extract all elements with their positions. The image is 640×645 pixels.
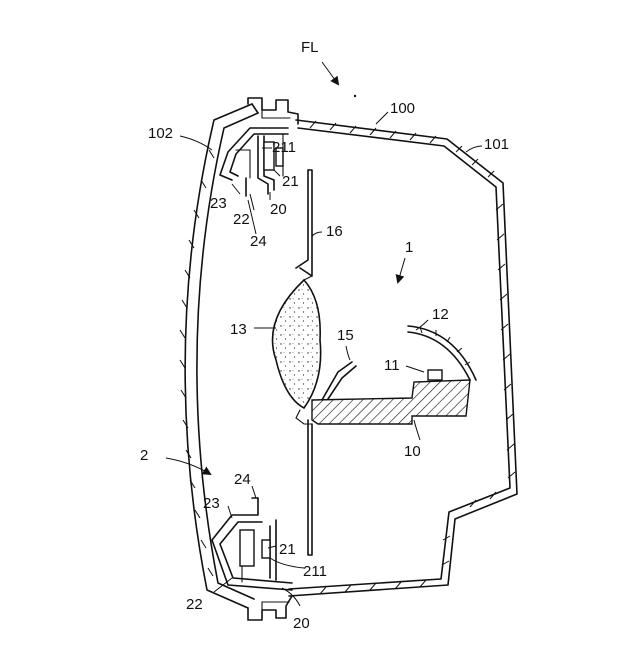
label-fl: FL [301, 39, 319, 56]
reference-labels: FL 100 101 102 1 2 16 13 15 12 11 10 211… [140, 39, 509, 632]
label-211-top: 211 [272, 139, 296, 156]
label-22-bottom: 22 [186, 596, 203, 613]
label-20-bottom: 20 [293, 615, 310, 632]
label-1: 1 [405, 239, 413, 256]
label-101: 101 [484, 136, 509, 153]
label-11: 11 [384, 357, 400, 374]
label-12: 12 [432, 306, 449, 323]
label-16: 16 [326, 223, 343, 240]
label-20-top: 20 [270, 201, 287, 218]
label-22-top: 22 [233, 211, 250, 228]
label-211-bottom: 211 [303, 563, 327, 580]
label-2: 2 [140, 447, 148, 464]
label-15: 15 [337, 327, 354, 344]
leader-lines [166, 62, 482, 606]
label-24-bottom: 24 [234, 471, 251, 488]
label-13: 13 [230, 321, 247, 338]
label-24-top: 24 [250, 233, 267, 250]
label-23-bottom: 23 [203, 495, 220, 512]
label-10: 10 [404, 443, 421, 460]
label-100: 100 [390, 100, 415, 117]
label-102: 102 [148, 125, 173, 142]
main-lamp-unit [273, 170, 477, 555]
lamp-housing [289, 120, 517, 596]
label-23-top: 23 [210, 195, 227, 212]
label-21-bottom: 21 [279, 541, 296, 558]
label-21-top: 21 [282, 173, 299, 190]
